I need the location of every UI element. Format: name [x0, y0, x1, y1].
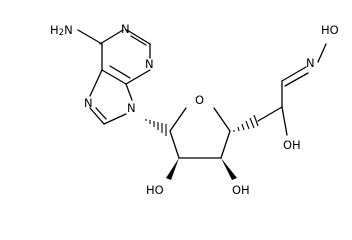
n3-label: N	[145, 57, 154, 71]
molecule-structure: H2N N N N N O HO N OH HO OH	[50, 22, 339, 197]
ring-oxygen-label: O	[195, 93, 204, 107]
n7-label: N	[84, 96, 93, 110]
c2-wedge-bond	[166, 158, 179, 180]
glycosidic-hashed-bond	[145, 119, 167, 136]
c3-wedge-bond	[221, 158, 237, 180]
amino-bond	[77, 29, 103, 45]
n1-label: N	[121, 22, 130, 36]
oxime-hydroxyl-label: HO	[321, 23, 339, 37]
imidazole-ring	[89, 69, 133, 125]
amino-group-label: H2N	[50, 23, 73, 38]
n9-label: N	[127, 101, 136, 115]
oxime-nitrogen-label: N	[306, 56, 315, 70]
c3-hydroxyl-label: OH	[232, 183, 250, 197]
side-chain	[257, 43, 327, 122]
side-oh-bond	[281, 106, 288, 136]
furanose-ring	[169, 107, 231, 159]
c4-hashed-bond	[233, 114, 259, 132]
c2-hydroxyl-label: HO	[146, 183, 164, 197]
side-chain-hydroxyl-label: OH	[283, 138, 301, 152]
pyrimidine-ring	[99, 29, 151, 85]
